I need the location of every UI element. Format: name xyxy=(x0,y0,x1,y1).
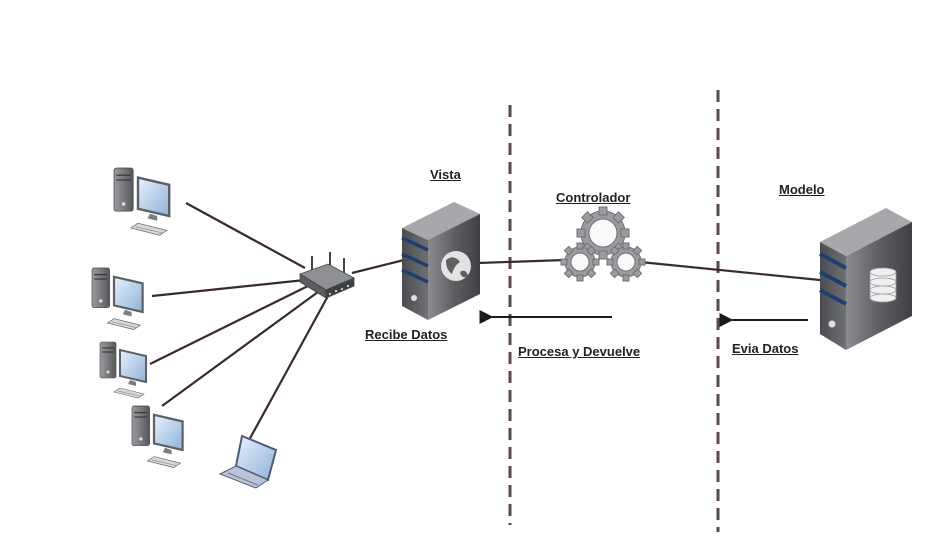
label-envia: Evia Datos xyxy=(732,341,799,356)
laptop-icon xyxy=(218,434,278,489)
database-server-icon xyxy=(819,208,912,350)
router-icon xyxy=(299,252,355,299)
label-controlador: Controlador xyxy=(556,190,631,205)
desktop-computer-icon xyxy=(90,266,144,331)
label-procesa: Procesa y Devuelve xyxy=(518,344,641,359)
desktop-computer-icon xyxy=(112,166,171,237)
gears-icon xyxy=(560,206,646,282)
label-vista: Vista xyxy=(430,167,461,182)
connection-lines xyxy=(149,202,821,443)
desktop-computer-icon xyxy=(130,404,184,469)
web-server-icon xyxy=(401,202,480,320)
label-modelo: Modelo xyxy=(779,182,825,197)
label-recibe-datos: Recibe Datos xyxy=(365,327,448,342)
desktop-computer-icon xyxy=(99,341,147,399)
